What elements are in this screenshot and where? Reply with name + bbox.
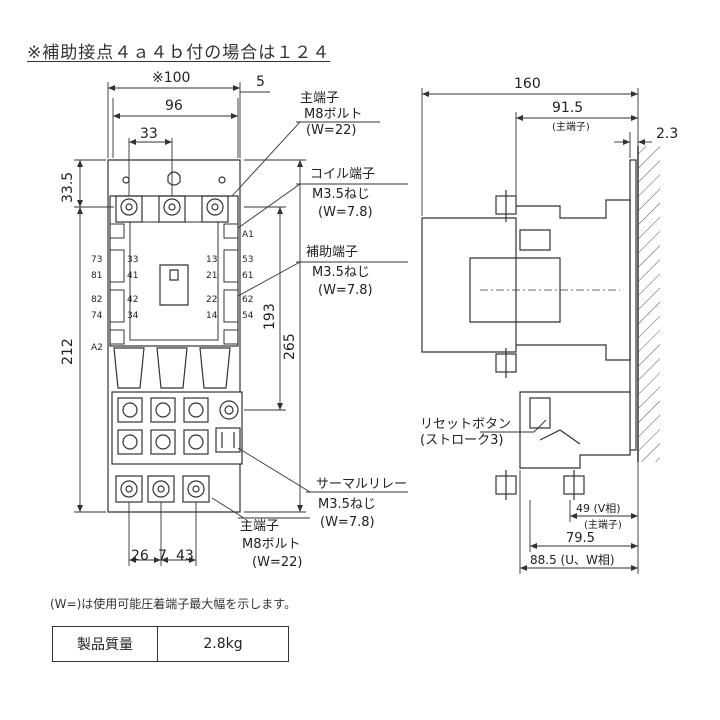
dim-panel-offset: 2.3: [656, 126, 678, 142]
spec-label: 製品質量: [52, 626, 158, 662]
callout-coil-spec: M3.5ねじ: [312, 187, 370, 202]
term-54: 54: [242, 311, 254, 321]
term-42: 42: [127, 295, 138, 305]
dim-pitch: 33: [140, 126, 158, 142]
dim-height-total: 265: [282, 333, 298, 360]
front-dimension-labels: ※100 96 5 33 33.5 212 193 265 26 7 43: [60, 70, 298, 564]
coil-a2: A2: [91, 343, 103, 353]
dim-relay-depth-v-note: (主端子): [584, 518, 622, 531]
term-53: 53: [242, 255, 253, 265]
callout-main-top-spec: M8ボルト: [304, 107, 363, 122]
dim-depth-total: 160: [514, 76, 541, 92]
front-view: [107, 159, 243, 513]
note-aux-contact: ※補助接点４ａ４ｂ付の場合は１２４: [27, 43, 331, 63]
callout-main-bottom-title: 主端子: [240, 519, 279, 534]
callout-main-top-title: 主端子: [300, 91, 339, 106]
thermal-relay-side: [519, 391, 631, 469]
lower-main-shrouds: [113, 347, 231, 389]
term-22: 22: [206, 295, 217, 305]
term-33: 33: [127, 255, 138, 265]
callout-main-bottom-spec: M8ボルト: [242, 537, 301, 552]
dim-depth-main: 91.5: [552, 100, 583, 116]
coil-a1: A1: [242, 230, 254, 240]
term-74: 74: [91, 311, 103, 321]
term-62: 62: [242, 295, 253, 305]
callout-aux-title: 補助端子: [306, 245, 358, 260]
callout-coil-w: (W=7.8): [318, 205, 373, 220]
dim-height-overall: 212: [60, 338, 76, 365]
callout-thermal-title: サーマルリレー: [316, 477, 407, 492]
reset-button-label: リセットボタン: [420, 417, 511, 432]
side-bolts: [495, 190, 585, 500]
dim-offset-right: 5: [256, 74, 265, 90]
front-dimensions: [74, 82, 306, 566]
side-dimensions: [421, 88, 652, 574]
callout-main-bottom-w: (W=22): [252, 555, 302, 570]
side-view: [421, 146, 660, 500]
term-14: 14: [206, 311, 218, 321]
callout-texts: 主端子 M8ボルト (W=22) コイル端子 M3.5ねじ (W=7.8) 補助…: [240, 91, 407, 570]
callout-leaders: [211, 121, 408, 519]
dim-width-inner: 96: [165, 98, 183, 114]
reset-stroke-label: (ストローク3): [420, 433, 503, 448]
terminal-numbers: 73 81 33 41 82 74 42 34 13 53 21 61 22 6…: [91, 230, 254, 353]
armature: [159, 264, 189, 306]
term-73: 73: [91, 255, 102, 265]
mounting-wall: [638, 146, 660, 462]
term-81: 81: [91, 271, 102, 281]
upper-main-terminals: [115, 195, 229, 223]
spec-value: 2.8kg: [157, 626, 289, 662]
term-21: 21: [206, 271, 217, 281]
dim-pitch-bottom-right: 7: [158, 548, 167, 564]
lower-main-terminals: [115, 475, 210, 503]
dim-relay-depth-uw: 88.5 (U、W相): [530, 553, 615, 567]
callout-thermal-w: (W=7.8): [320, 515, 375, 530]
dim-pitch-bottom-left: 26: [131, 548, 149, 564]
note-crimp-width: (W=)は使用可能圧着端子最大幅を示します。: [50, 597, 297, 611]
term-61: 61: [242, 271, 253, 281]
contactor-side: [421, 217, 517, 353]
callout-aux-spec: M3.5ねじ: [312, 265, 370, 280]
dim-relay-depth-v: 49 (V相): [576, 502, 621, 515]
term-41: 41: [127, 271, 138, 281]
term-34: 34: [127, 311, 139, 321]
dim-height-mount: 193: [262, 303, 278, 330]
dim-width-overall: ※100: [152, 70, 190, 86]
spec-table: 製品質量 2.8kg: [52, 626, 289, 662]
callout-coil-title: コイル端子: [310, 167, 375, 182]
dim-relay-depth: 79.5: [566, 531, 595, 546]
table-row: 製品質量 2.8kg: [52, 626, 289, 662]
callout-thermal-spec: M3.5ねじ: [318, 497, 376, 512]
term-82: 82: [91, 295, 102, 305]
thermal-relay-screws: [117, 397, 241, 455]
dim-pitch-bottom-2: 43: [176, 548, 194, 564]
term-13: 13: [206, 255, 217, 265]
dim-depth-main-note: (主端子): [552, 120, 590, 133]
aux-terminal-blocks: [109, 223, 239, 345]
callout-aux-w: (W=7.8): [318, 283, 373, 298]
callout-main-top-w: (W=22): [306, 123, 356, 138]
side-dimension-labels: 160 91.5 (主端子) 2.3 リセットボタン (ストローク3) 49 (…: [420, 76, 678, 567]
dim-top-offset: 33.5: [60, 172, 76, 203]
